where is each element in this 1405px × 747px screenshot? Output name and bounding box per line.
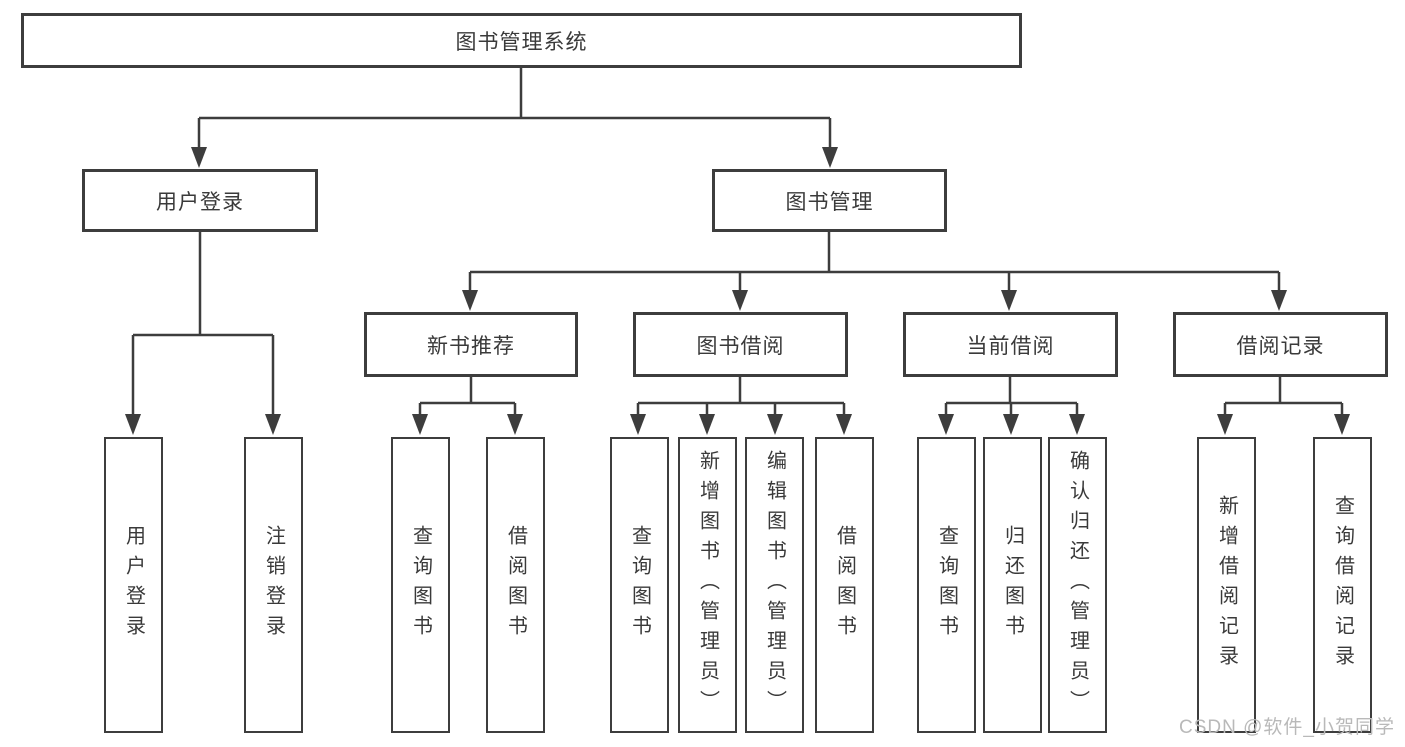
leaf-query-books-borrow: 查询图书 bbox=[610, 437, 669, 733]
leaf-logout: 注销登录 bbox=[244, 437, 303, 733]
node-label: 新增图书（管理员） bbox=[696, 450, 719, 720]
leaf-user-login: 用户登录 bbox=[104, 437, 163, 733]
node-label: 新书推荐 bbox=[427, 334, 515, 358]
node-label: 编辑图书（管理员） bbox=[763, 450, 786, 720]
node-label: 用户登录 bbox=[156, 190, 244, 214]
node-new-book-recommend: 新书推荐 bbox=[364, 312, 578, 377]
node-label: 用户登录 bbox=[122, 525, 145, 645]
node-label: 借阅记录 bbox=[1236, 334, 1325, 358]
node-book-management: 图书管理 bbox=[712, 169, 947, 232]
leaf-confirm-return-admin: 确认归还（管理员） bbox=[1048, 437, 1107, 733]
node-label: 图书管理系统 bbox=[455, 30, 588, 54]
node-label: 新增借阅记录 bbox=[1215, 495, 1238, 675]
node-label: 确认归还（管理员） bbox=[1066, 450, 1089, 720]
node-label: 查询借阅记录 bbox=[1331, 495, 1354, 675]
node-label: 归还图书 bbox=[1001, 525, 1024, 645]
node-label: 图书管理 bbox=[785, 190, 874, 214]
leaf-edit-books-admin: 编辑图书（管理员） bbox=[745, 437, 804, 733]
node-label: 当前借阅 bbox=[966, 334, 1055, 358]
leaf-borrow-books: 借阅图书 bbox=[815, 437, 874, 733]
node-user-login: 用户登录 bbox=[82, 169, 318, 232]
leaf-return-books: 归还图书 bbox=[983, 437, 1042, 733]
node-label: 注销登录 bbox=[262, 525, 285, 645]
node-label: 借阅图书 bbox=[504, 525, 527, 645]
node-label: 查询图书 bbox=[409, 525, 432, 645]
leaf-add-borrow-record: 新增借阅记录 bbox=[1197, 437, 1256, 733]
node-label: 图书借阅 bbox=[696, 334, 785, 358]
leaf-query-books-current: 查询图书 bbox=[917, 437, 976, 733]
node-borrow-records: 借阅记录 bbox=[1173, 312, 1388, 377]
node-current-borrow: 当前借阅 bbox=[903, 312, 1118, 377]
csdn-watermark: CSDN @软件_小贺同学 bbox=[1179, 717, 1395, 738]
node-book-borrow: 图书借阅 bbox=[633, 312, 848, 377]
leaf-borrow-books-newbk: 借阅图书 bbox=[486, 437, 545, 733]
node-root-system: 图书管理系统 bbox=[21, 13, 1022, 68]
leaf-query-books-newbk: 查询图书 bbox=[391, 437, 450, 733]
node-label: 查询图书 bbox=[628, 525, 651, 645]
node-label: 借阅图书 bbox=[833, 525, 856, 645]
node-label: 查询图书 bbox=[935, 525, 958, 645]
leaf-add-books-admin: 新增图书（管理员） bbox=[678, 437, 737, 733]
leaf-query-borrow-record: 查询借阅记录 bbox=[1313, 437, 1372, 733]
